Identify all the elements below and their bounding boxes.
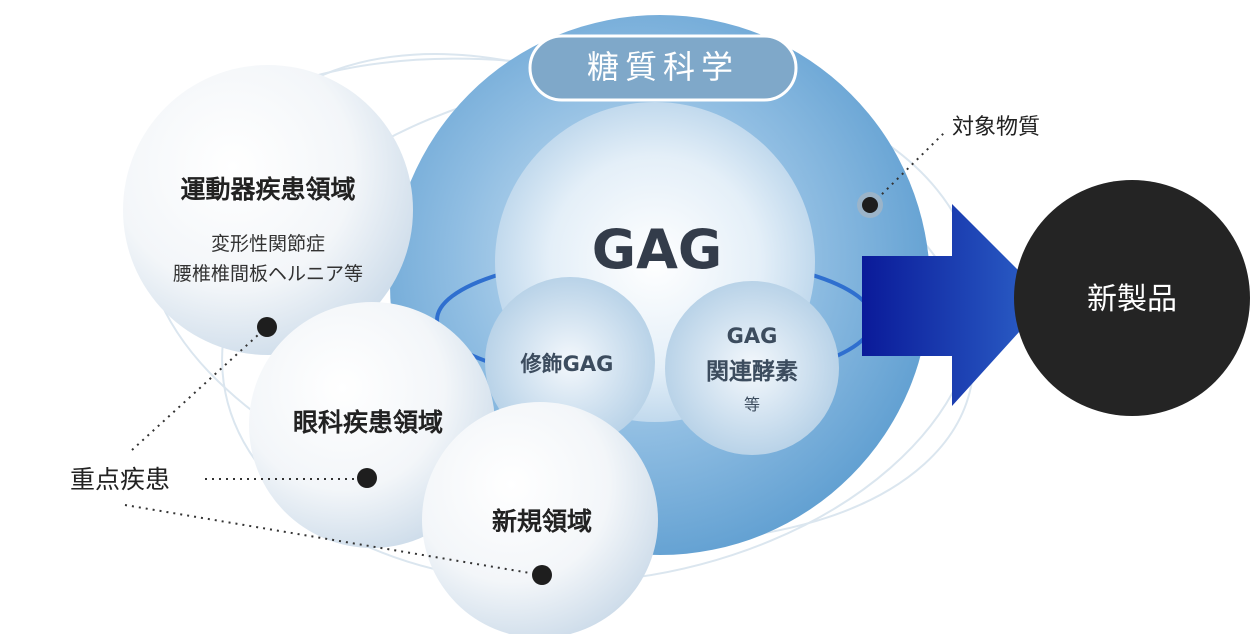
enzyme-suffix: 等 <box>744 395 760 414</box>
science-pill <box>528 34 798 102</box>
enzyme-line1: GAG <box>727 324 778 348</box>
new-field-area-title: 新規領域 <box>492 507 592 536</box>
locomotor-marker-dot <box>257 317 277 337</box>
enzyme-sphere <box>665 281 839 455</box>
target-label: 対象物質 <box>952 115 1040 140</box>
new-product-label: 新製品 <box>1087 282 1177 317</box>
flow-arrow <box>862 204 1048 406</box>
locomotor-area-title: 運動器疾患領域 <box>180 175 355 204</box>
enzyme-line2: 関連酵素 <box>706 358 798 385</box>
new-product-circle <box>1014 180 1250 416</box>
ophthalmic-marker-dot <box>357 468 377 488</box>
target-marker-dot <box>862 197 878 213</box>
modified-gag-label: 修飾GAG <box>520 352 614 376</box>
science-label: 糖質科学 <box>587 48 739 86</box>
target-leader-line <box>871 131 946 205</box>
focus-label: 重点疾患 <box>70 465 170 494</box>
locomotor-area-circle <box>123 65 413 355</box>
gag-title: GAG <box>592 218 722 281</box>
focus-leader-lines <box>124 334 531 574</box>
new-field-area-circle <box>422 402 658 634</box>
locomotor-area-detail2: 腰椎椎間板ヘルニア等 <box>173 263 363 285</box>
ophthalmic-area-title: 眼科疾患領域 <box>293 408 443 437</box>
locomotor-area-detail1: 変形性関節症 <box>211 233 325 255</box>
new-field-marker-dot <box>532 565 552 585</box>
